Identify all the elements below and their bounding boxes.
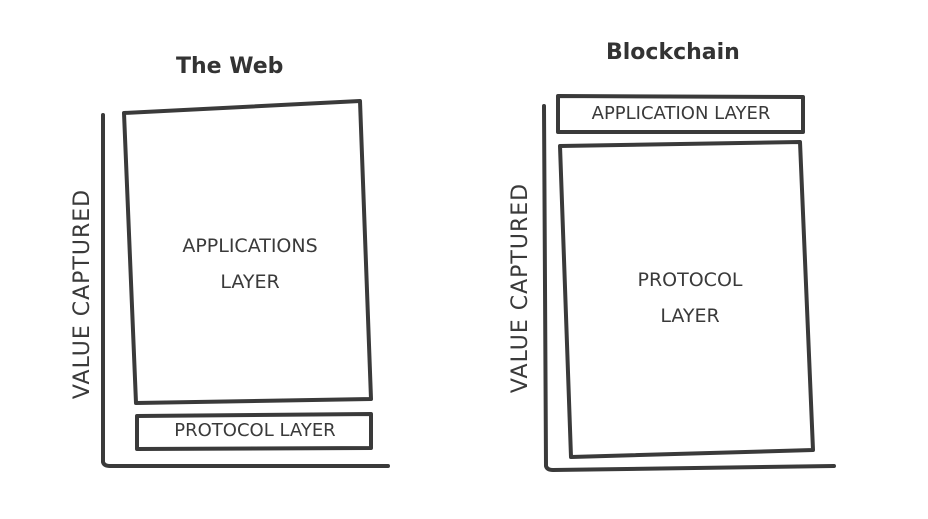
web-axis bbox=[101, 113, 390, 468]
blockchain-axis bbox=[542, 104, 836, 472]
blockchain-application-box bbox=[556, 94, 805, 134]
web-applications-label-line1: APPLICATIONS bbox=[182, 235, 318, 257]
blockchain-title: Blockchain bbox=[606, 40, 740, 65]
blockchain-axis-label: VALUE CAPTURED bbox=[508, 182, 533, 394]
web-protocol-label: PROTOCOL LAYER bbox=[174, 420, 336, 441]
blockchain-protocol-box bbox=[558, 140, 815, 459]
blockchain-application-label: APPLICATION LAYER bbox=[591, 103, 771, 124]
web-axis-label: VALUE CAPTURED bbox=[70, 188, 95, 400]
blockchain-protocol-label: PROTOCOL LAYER bbox=[580, 262, 800, 334]
web-applications-label-line2: LAYER bbox=[220, 271, 280, 293]
blockchain-protocol-label-line1: PROTOCOL bbox=[637, 269, 743, 291]
web-protocol-box bbox=[135, 412, 373, 451]
blockchain-protocol-label-line2: LAYER bbox=[660, 305, 720, 327]
web-applications-box bbox=[122, 99, 373, 405]
web-title: The Web bbox=[176, 54, 284, 79]
web-applications-label: APPLICATIONS LAYER bbox=[140, 228, 360, 300]
